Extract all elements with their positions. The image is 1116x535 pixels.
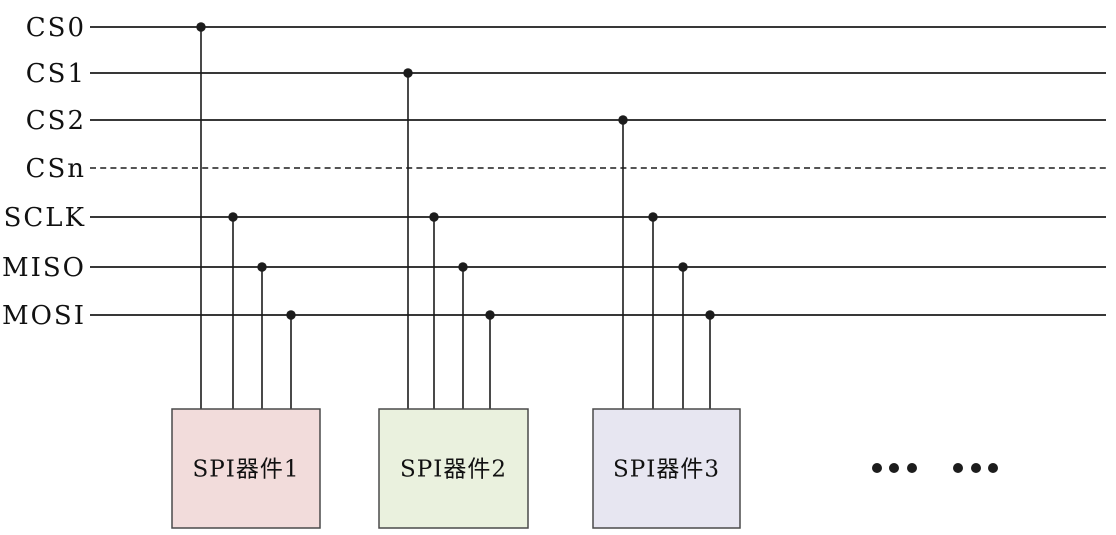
ellipsis-dot-3 xyxy=(907,463,917,473)
signal-label-mosi: MOSI xyxy=(2,301,86,331)
junction-dot-sclk-device2 xyxy=(429,212,439,222)
junction-dot-cs0-device1 xyxy=(196,22,206,32)
junction-dot-miso-device1 xyxy=(257,262,267,272)
junction-dot-cs2-device3 xyxy=(618,115,628,125)
spi-device-box-3 xyxy=(592,408,741,529)
spi-device-box-2 xyxy=(378,408,529,529)
junction-dot-sclk-device3 xyxy=(648,212,658,222)
junction-dot-mosi-device2 xyxy=(485,310,495,320)
signal-label-cs1: CS1 xyxy=(26,59,86,89)
junction-dot-sclk-device1 xyxy=(228,212,238,222)
ellipsis-dot-5 xyxy=(971,463,981,473)
junction-dot-miso-device2 xyxy=(458,262,468,272)
junction-dot-mosi-device1 xyxy=(286,310,296,320)
spi-device-label-2: SPI器件2 xyxy=(400,457,507,483)
ellipsis-dot-6 xyxy=(988,463,998,473)
signal-label-cs0: CS0 xyxy=(26,13,86,43)
spi-device-label-1: SPI器件1 xyxy=(193,457,300,483)
ellipsis-dot-1 xyxy=(872,463,882,473)
junction-dot-mosi-device3 xyxy=(705,310,715,320)
signal-label-miso: MISO xyxy=(2,253,86,283)
ellipsis-dot-4 xyxy=(953,463,963,473)
junction-dot-cs1-device2 xyxy=(403,68,413,78)
spi-device-label-3: SPI器件3 xyxy=(613,457,720,483)
junction-dot-miso-device3 xyxy=(678,262,688,272)
signal-label-sclk: SCLK xyxy=(4,203,86,233)
signal-label-csn: CSn xyxy=(26,154,86,184)
spi-device-box-1 xyxy=(171,408,321,529)
signal-label-cs2: CS2 xyxy=(26,106,86,136)
ellipsis-dot-2 xyxy=(889,463,899,473)
